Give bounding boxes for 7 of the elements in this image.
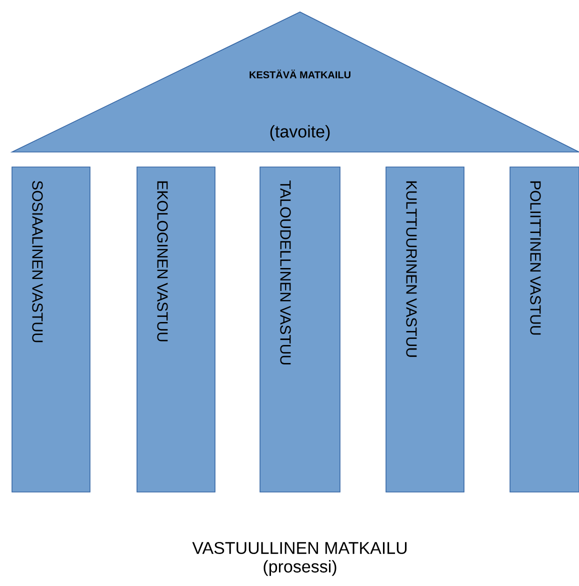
caption-text: (prosessi): [264, 560, 336, 576]
pillar-box: SOSIAALINEN VASTUU: [12, 166, 90, 492]
pillar-box: TALOUDELLINEN VASTUU: [260, 166, 340, 492]
pillar-box: POLIITTINEN VASTUU: [510, 166, 579, 492]
pillar-box: KULTTUURINEN VASTUU: [386, 166, 464, 492]
caption-text: VASTUULLINEN MATKAILU: [192, 542, 407, 554]
pillar-box: EKOLOGINEN VASTUU: [136, 166, 216, 492]
